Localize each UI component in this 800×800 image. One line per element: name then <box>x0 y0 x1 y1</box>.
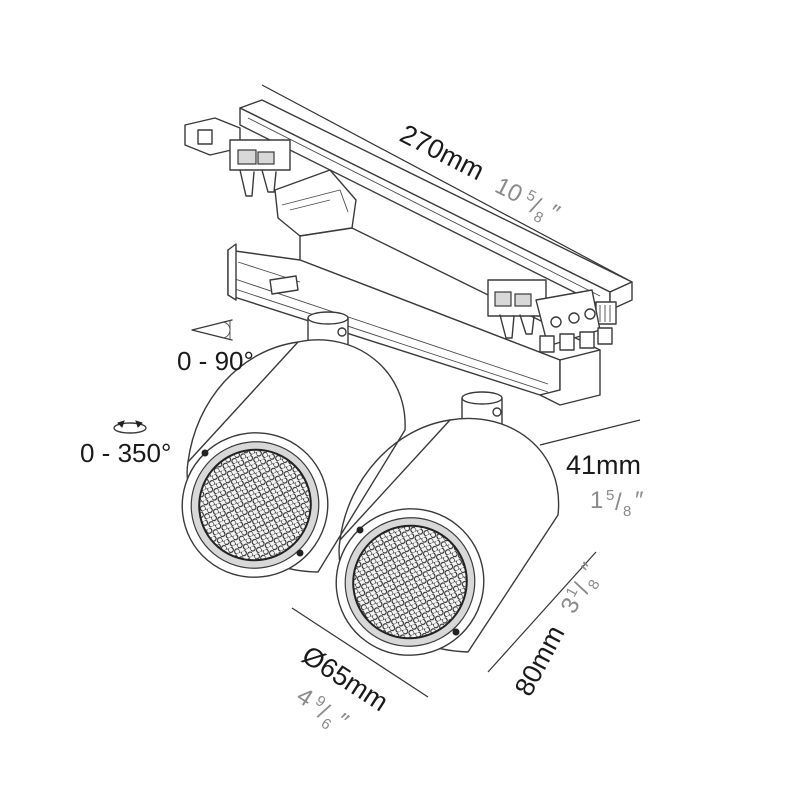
height-imperial-den: 8 <box>623 503 631 520</box>
left-spotlight <box>181 311 406 578</box>
height-imperial-whole: 1 <box>590 487 603 514</box>
track-rail <box>184 84 633 406</box>
height-imperial-num: 5 <box>606 487 614 504</box>
dimension-line-length <box>261 84 633 283</box>
tilt-angle-label: 0 - 90° <box>177 346 254 376</box>
diameter-imperial-whole: 4 <box>292 682 318 712</box>
diameter-metric-label: Ø65mm <box>297 640 394 717</box>
dimension-line-height <box>539 419 641 446</box>
rotation-arrows-icon <box>113 420 147 434</box>
svg-text:/: / <box>615 489 622 516</box>
left-honeycomb-louvre <box>198 448 312 562</box>
height-metric-label: 41mm <box>566 450 641 480</box>
dimension-line-depth <box>487 551 597 673</box>
dimension-line-diameter <box>291 607 429 698</box>
length-imperial-whole: 10 <box>491 172 527 208</box>
rotation-angle-label: 0 - 350° <box>80 438 171 468</box>
right-honeycomb-louvre <box>352 524 468 640</box>
height-inch-mark: ″ <box>635 487 644 514</box>
length-inch-mark: ″ <box>544 199 564 227</box>
tilt-angle-icon <box>191 319 233 341</box>
diameter-inch-mark: ″ <box>331 708 353 736</box>
depth-inch-mark: ″ <box>576 558 604 579</box>
depth-metric-label: 80mm <box>509 620 571 700</box>
right-connector <box>487 279 613 353</box>
right-spotlight <box>335 391 560 656</box>
left-connector <box>184 117 357 237</box>
